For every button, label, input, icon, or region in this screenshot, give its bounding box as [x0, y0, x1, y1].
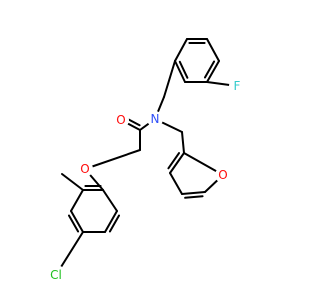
bond-f3-f4: [181, 191, 206, 195]
bond-b6-b1: [174, 38, 188, 62]
bond-f1-f2: [169, 152, 185, 174]
atom-O-carbonyl: O: [113, 112, 129, 128]
atom-label-O-carbonyl: O: [116, 113, 125, 127]
atom-Cl: Cl: [46, 265, 66, 285]
double-bond-b5-b6: [178, 60, 189, 79]
atom-F: F: [229, 78, 245, 94]
bond-f2-f3: [169, 172, 183, 195]
bond-r2-r3: [70, 189, 84, 212]
bond-r6-r1: [102, 189, 118, 212]
molecule-structure: F N O O O Cl: [46, 38, 245, 285]
bond-b2-b3: [206, 38, 220, 62]
bond-r5-r6: [104, 210, 118, 233]
double-bond-f1-f2: [167, 152, 181, 170]
double-bond-r3-r4: [67, 214, 80, 233]
atom-label-N: N: [151, 112, 160, 126]
bond-b6-CH2a: [163, 60, 176, 98]
atom-N: N: [147, 111, 163, 127]
bond-CH2b-Oe: [84, 149, 141, 170]
bond-layer: [55, 38, 238, 276]
atom-O-ether: O: [77, 161, 93, 177]
atom-label-Cl: Cl: [50, 268, 62, 282]
bond-b5-b6: [174, 60, 186, 83]
bond-b3-b4: [206, 60, 220, 83]
bond-CH2c-f1: [181, 131, 185, 154]
atom-label-F: F: [234, 79, 241, 93]
atom-label-O-furan: O: [218, 168, 227, 182]
double-bond-b3-b4: [203, 60, 216, 79]
bond-r3-r4: [70, 210, 84, 233]
double-bond-f3-f4: [184, 195, 204, 199]
atom-label-O-ether: O: [80, 162, 89, 176]
double-bond-r5-r6: [108, 214, 121, 233]
atom-label-layer: F N O O O Cl: [46, 78, 245, 285]
bond-r2-Me: [61, 173, 84, 191]
atom-O-furan: O: [215, 167, 231, 183]
